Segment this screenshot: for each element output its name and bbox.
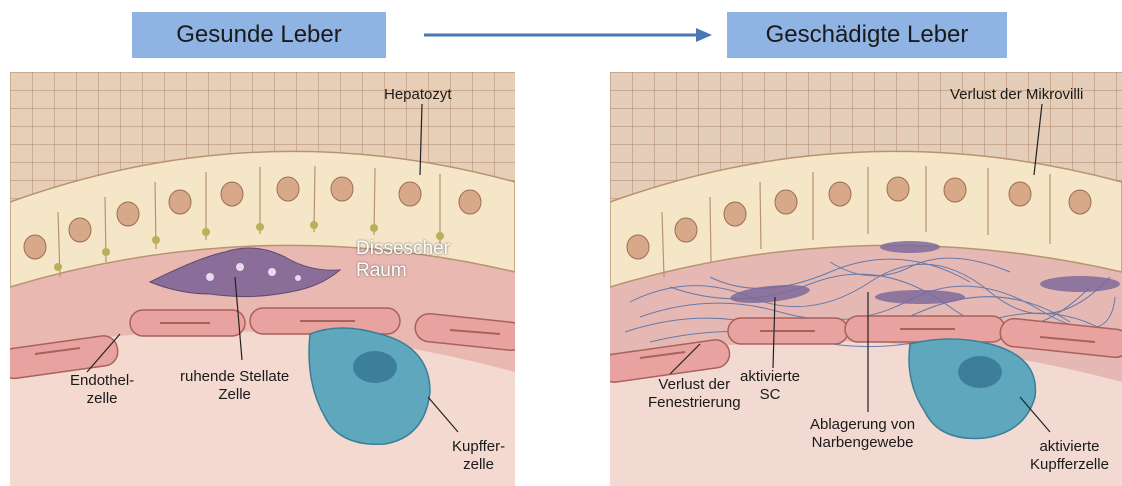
label-disse-line2: Raum	[356, 260, 407, 281]
label-hepatozyt: Hepatozyt	[384, 86, 452, 104]
label-endothel: Endothel- zelle	[70, 372, 134, 408]
label-kupffer-line2: zelle	[463, 456, 494, 473]
label-kupffer2-line1: aktivierte	[1039, 438, 1099, 455]
label-stellate: ruhende Stellate Zelle	[180, 368, 289, 404]
label-kupffer2-line2: Kupfferzelle	[1030, 456, 1109, 473]
label-sc-line2: SC	[760, 386, 781, 403]
label-sc-line1: aktivierte	[740, 368, 800, 385]
damaged-liver-title: Geschädigte Leber	[727, 12, 1007, 58]
label-fenestrierung: Verlust der Fenestrierung	[648, 376, 741, 412]
damaged-liver-illustration: Verlust der Mikrovilli Verlust der Fenes…	[610, 72, 1122, 486]
label-stellate-line2: Zelle	[218, 386, 251, 403]
label-endothel-line1: Endothel-	[70, 372, 134, 389]
label-narbengewebe: Ablagerung von Narbengewebe	[810, 416, 915, 452]
healthy-liver-title: Gesunde Leber	[132, 12, 386, 58]
label-disse-space: Dissescher Raum	[356, 238, 450, 282]
label-kupffer: Kupffer- zelle	[452, 438, 505, 474]
label-fenestr-line2: Fenestrierung	[648, 394, 741, 411]
label-mikrovilli: Verlust der Mikrovilli	[950, 86, 1083, 104]
label-activated-kupffer: aktivierte Kupfferzelle	[1030, 438, 1109, 474]
label-stellate-line1: ruhende Stellate	[180, 368, 289, 385]
healthy-liver-illustration: Hepatozyt Dissescher Raum Endothel- zell…	[10, 72, 515, 486]
transition-arrow	[420, 24, 720, 46]
label-activated-sc: aktivierte SC	[740, 368, 800, 404]
label-narben-line2: Narbengewebe	[812, 434, 914, 451]
label-disse-line1: Dissescher	[356, 238, 450, 259]
label-kupffer-line1: Kupffer-	[452, 438, 505, 455]
label-endothel-line2: zelle	[87, 390, 118, 407]
label-fenestr-line1: Verlust der	[658, 376, 730, 393]
label-narben-line1: Ablagerung von	[810, 416, 915, 433]
